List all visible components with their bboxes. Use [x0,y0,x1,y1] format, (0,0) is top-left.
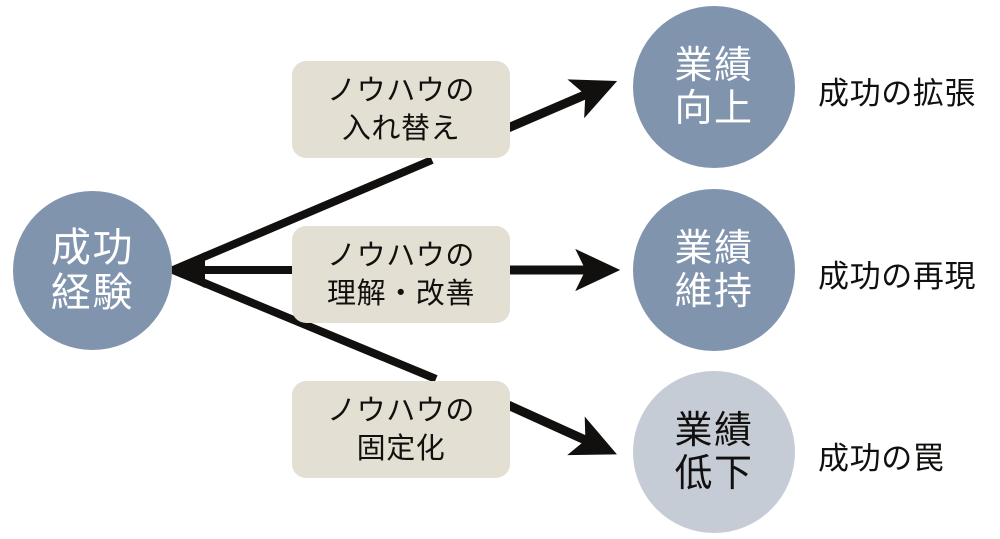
node-success-experience-line1: 成功 [50,224,135,271]
process-box-knowhow-fixate-line2: 固定化 [356,430,446,465]
node-performance-down[interactable]: 業績 低下 [633,371,795,533]
node-success-experience-line2: 経験 [50,269,135,316]
caption-success-reproduction: 成功の再現 [818,259,977,295]
process-box-knowhow-swap-line1: ノウハウの [327,73,475,108]
node-performance-up-line1: 業績 [674,43,754,88]
node-performance-up[interactable]: 業績 向上 [633,6,795,168]
process-box-knowhow-swap-line2: 入れ替え [341,110,461,145]
node-performance-up-line2: 向上 [674,86,754,130]
caption-success-expansion: 成功の拡張 [818,76,977,112]
node-performance-keep-line2: 維持 [674,269,754,313]
node-performance-down-line1: 業績 [674,408,754,453]
connector-fan-origin-wedge [168,252,205,288]
connector-fix-to-performance-down [506,400,617,456]
node-success-experience[interactable]: 成功 経験 [13,191,172,350]
caption-success-trap: 成功の罠 [818,441,945,477]
process-box-knowhow-fixate[interactable]: ノウハウの 固定化 [292,381,510,478]
process-box-knowhow-improve[interactable]: ノウハウの 理解・改善 [292,226,510,323]
node-performance-down-line2: 低下 [674,451,754,495]
process-box-knowhow-improve-line1: ノウハウの [327,238,475,273]
node-performance-keep-line1: 業績 [674,226,754,271]
process-box-knowhow-fixate-line1: ノウハウの [327,393,475,428]
process-box-knowhow-improve-line2: 理解・改善 [327,275,475,310]
node-performance-keep[interactable]: 業績 維持 [633,189,795,351]
connector-swap-to-performance-up [506,79,618,133]
process-box-knowhow-swap[interactable]: ノウハウの 入れ替え [292,61,510,158]
